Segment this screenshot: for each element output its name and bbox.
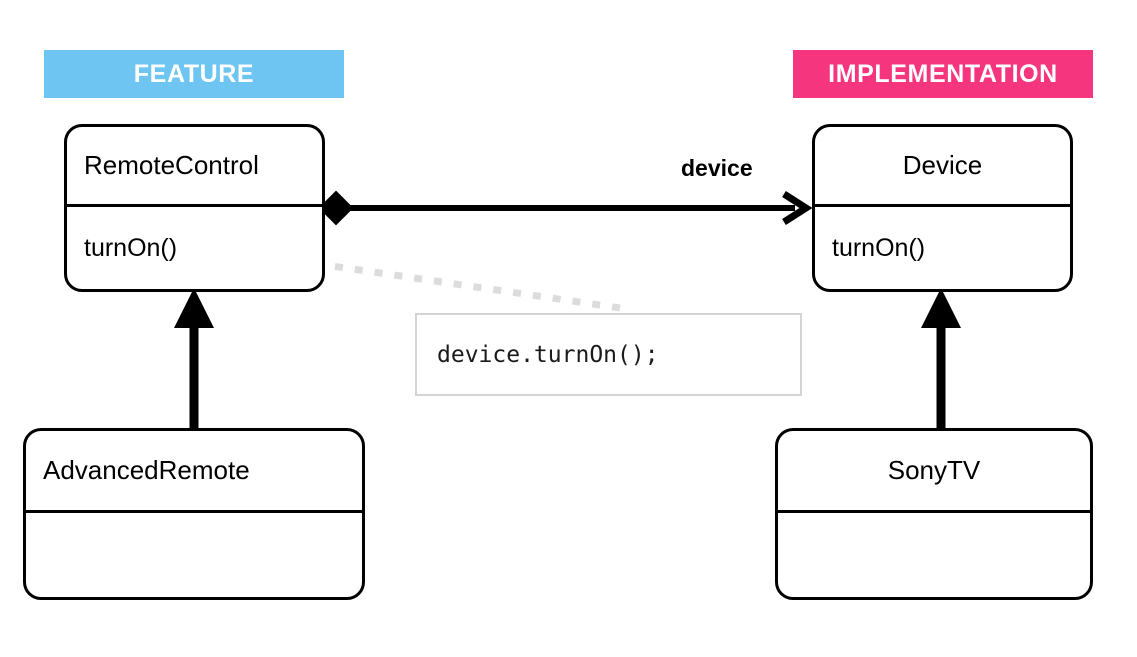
uml-class-name-advancedremote: AdvancedRemote	[43, 455, 250, 485]
uml-class-member-compartment: turnOn()	[67, 207, 322, 289]
uml-class-name-compartment: SonyTV	[778, 431, 1090, 513]
section-banner-feature: FEATURE	[44, 50, 344, 98]
uml-class-remotecontrol[interactable]: RemoteControl turnOn()	[64, 124, 325, 292]
uml-class-name-remotecontrol: RemoteControl	[84, 150, 259, 180]
uml-class-name-sonytv: SonyTV	[887, 455, 981, 485]
uml-class-name-compartment: Device	[815, 127, 1070, 207]
section-banner-implementation-label: IMPLEMENTATION	[828, 59, 1058, 88]
uml-class-member-device-0: turnOn()	[832, 233, 926, 262]
uml-class-advancedremote[interactable]: AdvancedRemote	[23, 428, 365, 600]
composition-association	[318, 190, 813, 226]
uml-class-name-compartment: AdvancedRemote	[26, 431, 362, 513]
association-label-device: device	[681, 155, 753, 181]
uml-class-name-compartment: RemoteControl	[67, 127, 322, 207]
inheritance-sonytv	[921, 288, 961, 428]
uml-class-member-compartment: turnOn()	[815, 207, 1070, 289]
uml-class-sonytv[interactable]: SonyTV	[775, 428, 1093, 600]
uml-class-member-compartment	[778, 513, 1090, 597]
uml-class-member-remotecontrol-0: turnOn()	[84, 233, 178, 262]
inheritance-advancedremote	[174, 288, 214, 428]
section-banner-implementation: IMPLEMENTATION	[793, 50, 1093, 98]
uml-class-name-device: Device	[902, 150, 983, 180]
code-note-box: device.turnOn();	[415, 313, 802, 396]
uml-class-device[interactable]: Device turnOn()	[812, 124, 1073, 292]
uml-class-member-compartment	[26, 513, 362, 597]
section-banner-feature-label: FEATURE	[133, 59, 255, 88]
code-note-text: device.turnOn();	[437, 341, 659, 368]
